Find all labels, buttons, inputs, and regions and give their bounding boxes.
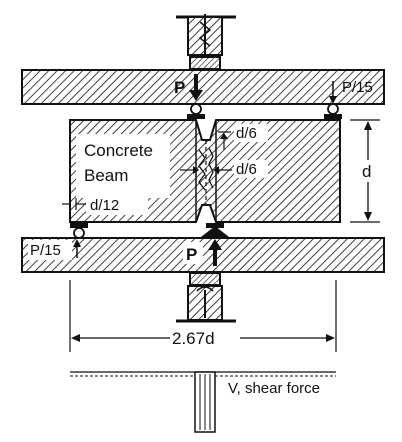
top-right-pad bbox=[324, 114, 342, 119]
notch-depth-mid-label: d/6 bbox=[236, 161, 257, 178]
notch-depth-top-arrow bbox=[218, 131, 231, 150]
bottom-left-pad bbox=[70, 223, 88, 228]
shear-force-caption: V, shear force bbox=[228, 380, 320, 397]
bottom-load-label: P bbox=[186, 245, 197, 264]
bottom-load-arrow bbox=[208, 239, 222, 266]
left-reaction-label: P/15 bbox=[30, 242, 61, 259]
top-load-pad bbox=[187, 114, 205, 119]
notch-label-area-top bbox=[234, 124, 268, 142]
bottom-load-pad bbox=[206, 223, 224, 228]
beam-name-line1: Concrete bbox=[84, 141, 153, 160]
top-right-roller bbox=[327, 103, 339, 115]
top-loading-ram bbox=[176, 14, 236, 70]
top-load-label: P bbox=[174, 78, 185, 97]
right-reaction-label: P/15 bbox=[342, 79, 373, 96]
notch-depth-top-label: d/6 bbox=[236, 125, 257, 142]
right-reaction-arrow bbox=[329, 81, 337, 104]
beam-name-line2: Beam bbox=[84, 166, 128, 185]
span-dimension bbox=[69, 280, 337, 352]
beam-label-area bbox=[76, 134, 170, 198]
notch-label-area-mid bbox=[234, 160, 268, 178]
beam-depth-label: d bbox=[362, 162, 371, 181]
bottom-loading-ram bbox=[176, 272, 236, 323]
span-label: 2.67d bbox=[172, 329, 215, 348]
bottom-left-roller bbox=[73, 227, 85, 239]
support-offset-label: d/12 bbox=[90, 197, 119, 214]
bottom-load-wedge bbox=[201, 226, 229, 237]
beam-depth-label-area bbox=[360, 160, 376, 182]
support-offset-label-area bbox=[86, 195, 148, 215]
bottom-load-label-area bbox=[183, 242, 203, 264]
left-reaction-arrow bbox=[73, 239, 81, 258]
top-load-arrow bbox=[189, 74, 203, 101]
top-load-roller bbox=[190, 103, 202, 115]
shear-force-diagram bbox=[70, 371, 336, 433]
support-offset-dimension bbox=[62, 198, 86, 210]
top-loading-plate bbox=[21, 69, 385, 105]
notch-depth-mid-arrows bbox=[180, 166, 232, 174]
bottom-left-label-area bbox=[28, 240, 72, 260]
